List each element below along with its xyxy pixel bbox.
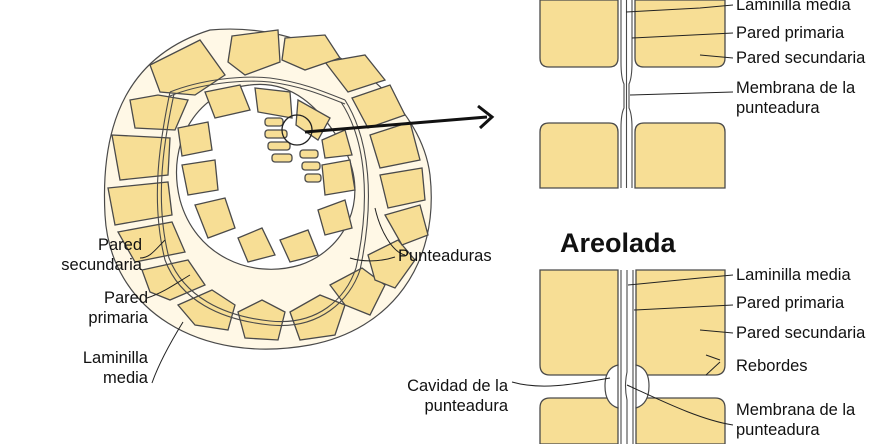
label-membrana-top: Membrana de la punteadura <box>736 78 855 118</box>
label-laminilla-media-top: Laminilla media <box>736 0 851 15</box>
label-pared-primaria-bottom: Pared primaria <box>736 293 844 313</box>
cell-right-upper <box>636 270 725 375</box>
simple-pit-detail <box>540 0 733 188</box>
title-areolada: Areolada <box>560 228 676 259</box>
label-pared-secundaria-left: Pared secundaria <box>10 235 142 275</box>
label-cavidad: Cavidad de la punteadura <box>370 376 508 416</box>
label-pared-primaria-left: Pared primaria <box>20 288 148 328</box>
label-laminilla-media-bottom: Laminilla media <box>736 265 851 285</box>
label-pared-primaria-top: Pared primaria <box>736 23 844 43</box>
cell-top-right <box>635 0 725 67</box>
cell-left-upper <box>540 270 618 375</box>
bordered-pit-detail <box>512 270 733 444</box>
cell-bottom-right <box>635 123 725 188</box>
label-rebordes: Rebordes <box>736 356 808 376</box>
cell-right-lower <box>636 398 725 444</box>
label-punteaduras: Punteaduras <box>398 246 492 266</box>
label-pared-secundaria-top: Pared secundaria <box>736 48 865 68</box>
cell-bottom-left <box>540 123 618 188</box>
label-membrana-bottom: Membrana de la punteadura <box>736 400 855 440</box>
cell-ring-cross-section <box>104 29 431 349</box>
label-pared-secundaria-bottom: Pared secundaria <box>736 323 865 343</box>
cell-top-left <box>540 0 618 67</box>
cell-left-lower <box>540 398 618 444</box>
label-laminilla-media-left: Laminilla media <box>20 348 148 388</box>
